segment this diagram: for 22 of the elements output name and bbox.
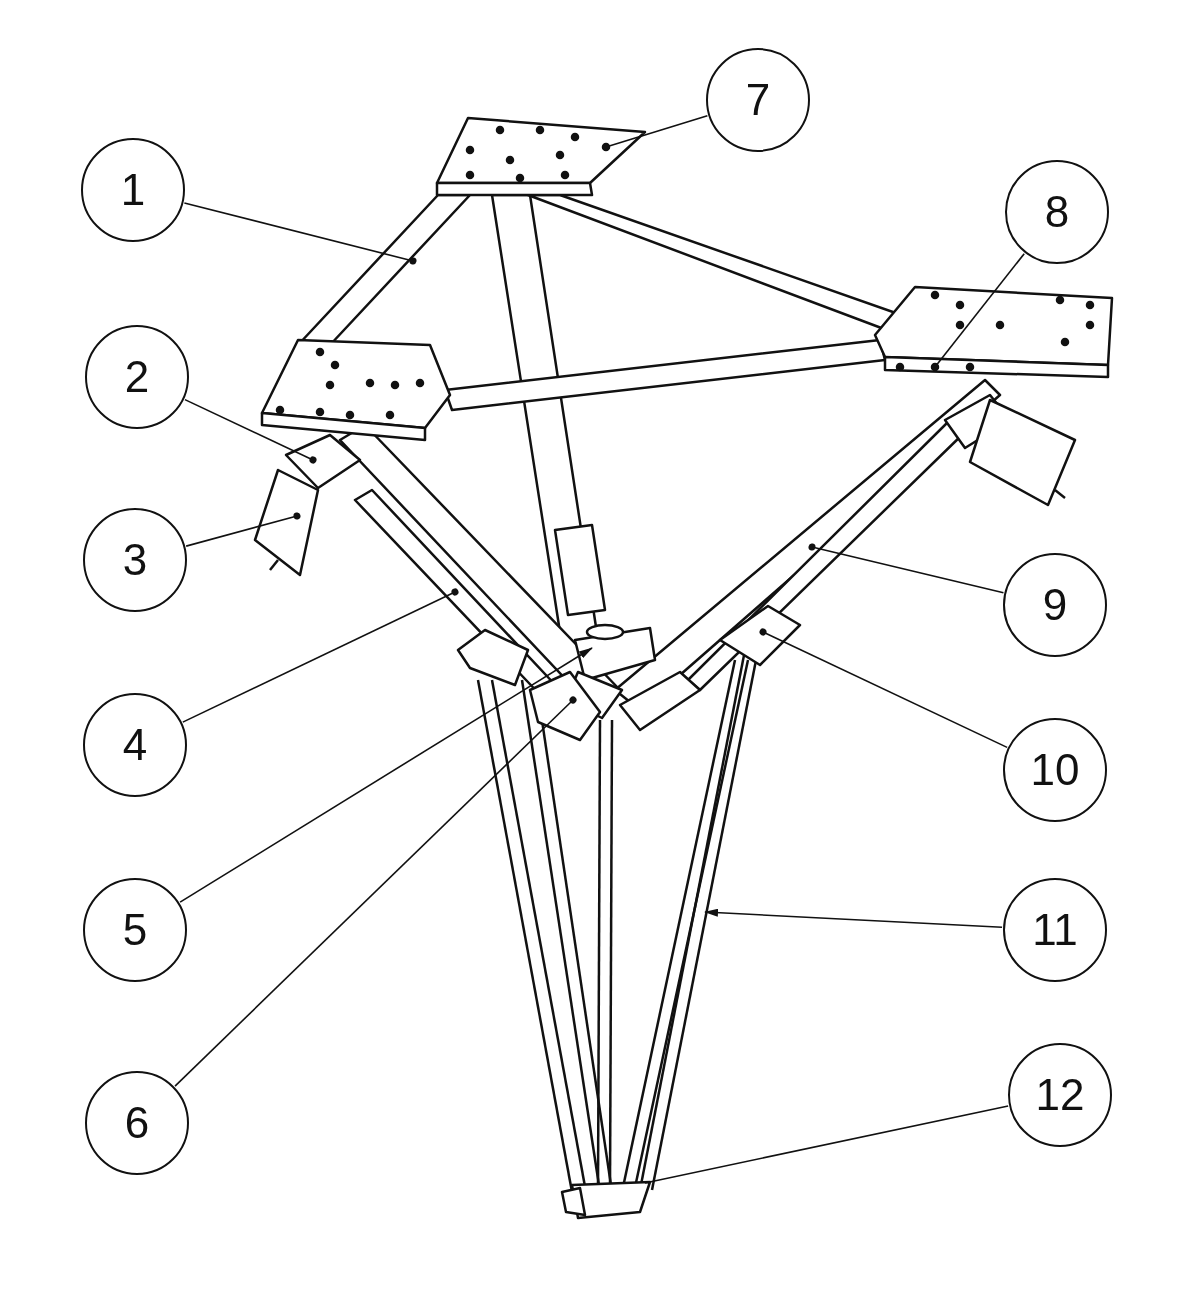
- leader-line: [184, 398, 317, 464]
- callout-number: 1: [120, 168, 146, 212]
- leader-line: [759, 628, 1008, 749]
- leader-line: [183, 202, 417, 265]
- leader-line: [808, 543, 1005, 594]
- leader-line: [644, 1105, 1009, 1184]
- callout-number: 10: [1030, 748, 1080, 792]
- leader-line: [179, 647, 593, 903]
- callout-number: 8: [1044, 190, 1070, 234]
- callout-number: 11: [1032, 908, 1078, 952]
- callout-number: 7: [745, 78, 771, 122]
- leader-line: [174, 696, 577, 1087]
- callout-number: 5: [122, 908, 148, 952]
- callout-number: 3: [122, 538, 148, 582]
- callout-number: 6: [124, 1101, 150, 1145]
- callout-number: 2: [124, 355, 150, 399]
- callout-number: 9: [1042, 583, 1068, 627]
- leader-line: [704, 908, 1003, 929]
- leader-line: [185, 512, 301, 547]
- callout-number: 12: [1035, 1073, 1085, 1117]
- callout-number: 4: [122, 723, 148, 767]
- leader-line: [182, 588, 459, 723]
